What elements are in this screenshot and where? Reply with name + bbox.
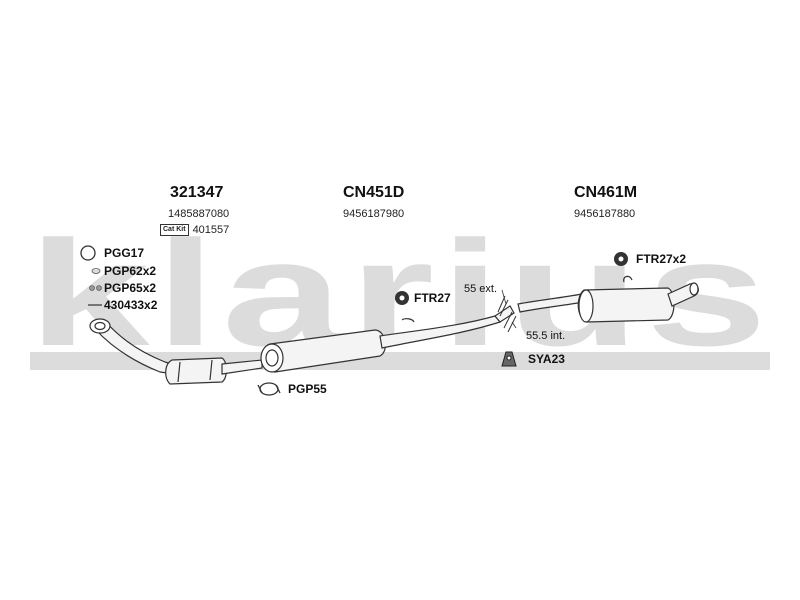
rear-silencer-part-number: CN461M [574, 184, 638, 201]
fitting-label: 430433x2 [104, 298, 158, 312]
front-pipe-part-number: 321347 [170, 184, 224, 201]
rear-silencer [517, 282, 699, 323]
pipe-clamp-icon [257, 382, 281, 396]
rubber-mount-icon [614, 252, 628, 266]
centre-silencer-part-number: CN451D [343, 184, 405, 201]
int-leader [511, 321, 517, 329]
rear-silencer-ref-number: 9456187880 [574, 208, 636, 220]
ftr27-label: FTR27 [414, 291, 451, 305]
joint-marker [497, 295, 517, 333]
int-dimension: 55.5 int. [526, 330, 566, 342]
ftr27x2-label: FTR27x2 [636, 252, 687, 266]
hanger-icon [623, 275, 633, 283]
catkit-badge: Cat Kit [160, 224, 189, 237]
fitting-label: PGP65x2 [104, 281, 157, 295]
rubber-mount-icon [395, 291, 409, 305]
ext-dimension: 55 ext. [464, 283, 498, 295]
bracket-icon [501, 351, 517, 367]
centre-silencer-ref-number: 9456187980 [343, 208, 405, 220]
ext-leader [501, 289, 507, 305]
gasket-icon [91, 268, 101, 274]
front-pipe-ref-number: 1485887080 [168, 208, 230, 220]
ring-clamp-icon [80, 245, 96, 261]
centre-silencer [260, 305, 515, 373]
front-pipe-catalyst [89, 318, 263, 385]
hanger-icon [401, 318, 415, 323]
sya23-label: SYA23 [528, 352, 565, 366]
fitting-label: PGG17 [104, 246, 145, 260]
fitting-label: PGP62x2 [104, 264, 157, 278]
catkit-ref: 401557 [192, 224, 230, 236]
bolt-icon [89, 285, 102, 291]
pgp55-label: PGP55 [288, 382, 327, 396]
